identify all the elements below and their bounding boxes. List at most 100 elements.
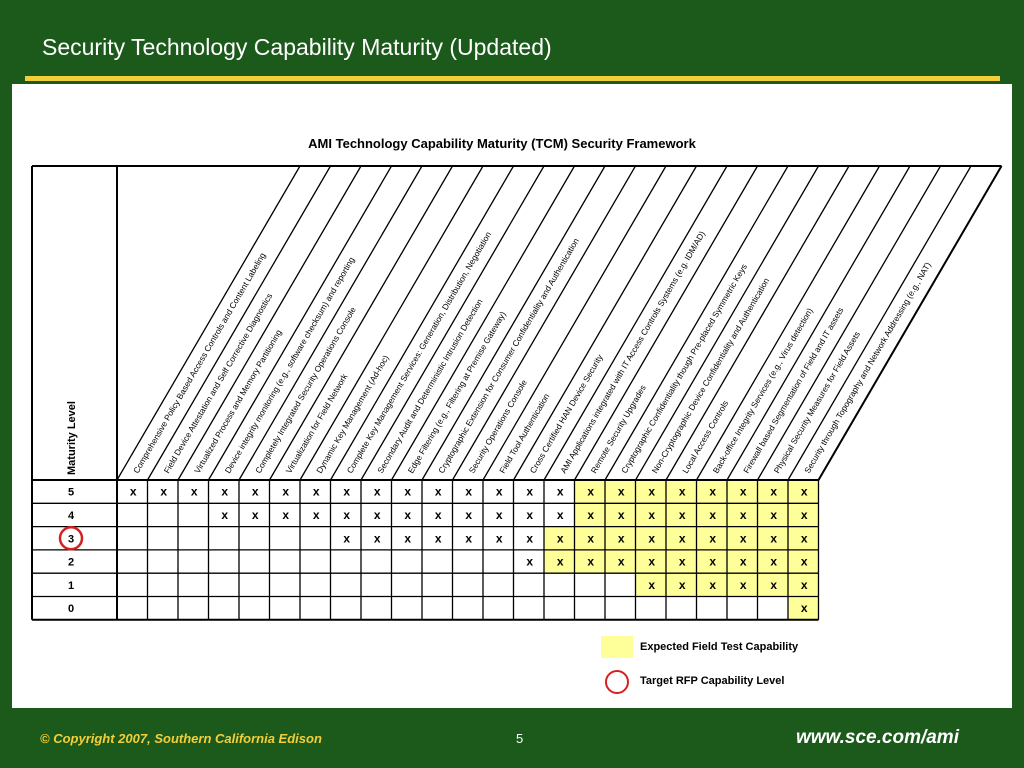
grid-line xyxy=(329,165,515,481)
target-level-circle xyxy=(58,526,84,551)
expected-field-test-cell xyxy=(757,549,788,574)
legend-target-circle-icon xyxy=(605,670,629,694)
expected-field-test-cell xyxy=(727,549,758,574)
column-header-label: Non-Cryptographic Device Confidentiality… xyxy=(650,276,772,475)
column-header-label: AMI Applications integrated with IT Acce… xyxy=(558,229,707,475)
grid-line xyxy=(726,165,911,481)
framework-title: AMI Technology Capability Maturity (TCM)… xyxy=(308,136,696,151)
grid-line xyxy=(665,165,850,481)
capability-mark: x xyxy=(801,601,808,615)
capability-mark: x xyxy=(282,508,289,522)
gold-divider xyxy=(25,76,1000,81)
expected-field-test-cell xyxy=(635,480,666,504)
grid-line xyxy=(512,165,698,481)
capability-mark: x xyxy=(252,485,259,499)
maturity-level-label: 0 xyxy=(68,603,74,615)
maturity-level-label: 4 xyxy=(68,510,75,522)
capability-mark: x xyxy=(587,531,594,545)
expected-field-test-cell xyxy=(666,480,697,504)
capability-mark: x xyxy=(465,508,472,522)
grid-line xyxy=(268,165,454,481)
expected-field-test-cell xyxy=(696,526,727,550)
content-area xyxy=(12,84,1012,708)
expected-field-test-cell xyxy=(666,573,697,597)
capability-mark: x xyxy=(679,485,686,499)
footer-url-link[interactable]: www.sce.com/ami xyxy=(796,727,959,748)
capability-mark: x xyxy=(740,531,747,545)
capability-mark: x xyxy=(648,578,655,592)
capability-mark: x xyxy=(404,531,411,545)
expected-field-test-cell xyxy=(635,526,666,550)
capability-mark: x xyxy=(618,485,625,499)
capability-mark: x xyxy=(221,508,228,522)
footer-copyright: © Copyright 2007, Southern California Ed… xyxy=(40,731,322,746)
expected-field-test-cell xyxy=(696,480,727,504)
capability-mark: x xyxy=(526,531,533,545)
grid-line xyxy=(238,165,423,481)
expected-field-test-cell xyxy=(574,480,605,504)
expected-field-test-cell xyxy=(727,503,758,527)
capability-mark: x xyxy=(160,485,167,499)
capability-mark: x xyxy=(557,508,564,522)
capability-mark: x xyxy=(679,555,686,569)
capability-mark: x xyxy=(770,508,777,522)
capability-mark: x xyxy=(587,508,594,522)
capability-mark: x xyxy=(435,508,442,522)
capability-mark: x xyxy=(770,485,777,499)
maturity-level-label: 2 xyxy=(68,557,74,569)
slide-title: Security Technology Capability Maturity … xyxy=(42,34,552,60)
grid-line xyxy=(421,165,606,481)
grid-line xyxy=(360,165,545,481)
maturity-level-label: 5 xyxy=(68,487,74,499)
grid-line xyxy=(482,165,667,481)
capability-mark: x xyxy=(465,531,472,545)
capability-mark: x xyxy=(740,578,747,592)
capability-mark: x xyxy=(343,508,350,522)
grid-line xyxy=(116,165,301,481)
expected-field-test-cell xyxy=(757,526,788,550)
capability-mark: x xyxy=(801,508,808,522)
grid-lines xyxy=(31,165,1003,621)
capability-mark: x xyxy=(404,508,411,522)
expected-field-test-cell xyxy=(666,503,697,527)
capability-mark: x xyxy=(709,531,716,545)
capability-mark: x xyxy=(648,555,655,569)
capability-mark: x xyxy=(343,531,350,545)
capability-mark: x xyxy=(557,555,564,569)
capability-mark: x xyxy=(374,508,381,522)
grid-line xyxy=(543,165,728,481)
column-header-label: Complete Key Management Services: Genera… xyxy=(345,230,494,475)
capability-mark: x xyxy=(465,485,472,499)
capability-mark: x xyxy=(374,531,381,545)
capability-mark: x xyxy=(313,485,320,499)
grid-line xyxy=(634,165,820,481)
maturity-level-label: 1 xyxy=(68,580,74,592)
expected-field-test-cell xyxy=(757,503,788,527)
expected-field-test-cell xyxy=(788,549,819,574)
capability-mark: x xyxy=(709,508,716,522)
capability-mark: x xyxy=(801,531,808,545)
expected-field-test-cell xyxy=(788,526,819,550)
expected-field-test-cell xyxy=(696,549,727,574)
capability-mark: x xyxy=(313,508,320,522)
grid-line xyxy=(207,165,393,481)
expected-field-test-cell xyxy=(788,480,819,504)
legend-expected-swatch xyxy=(601,636,633,658)
legend-expected-label: Expected Field Test Capability xyxy=(640,641,799,653)
expected-field-test-cell xyxy=(788,596,819,620)
capability-mark: x xyxy=(709,485,716,499)
expected-field-test-cell xyxy=(727,526,758,550)
capability-mark: x xyxy=(435,531,442,545)
grid-line xyxy=(817,165,1003,481)
capability-mark: x xyxy=(648,485,655,499)
expected-field-test-cell xyxy=(788,573,819,597)
capability-mark: x xyxy=(496,508,503,522)
capability-mark: x xyxy=(191,485,198,499)
capability-mark: x xyxy=(679,531,686,545)
header-band xyxy=(0,0,1024,88)
expected-field-test-cell xyxy=(635,573,666,597)
